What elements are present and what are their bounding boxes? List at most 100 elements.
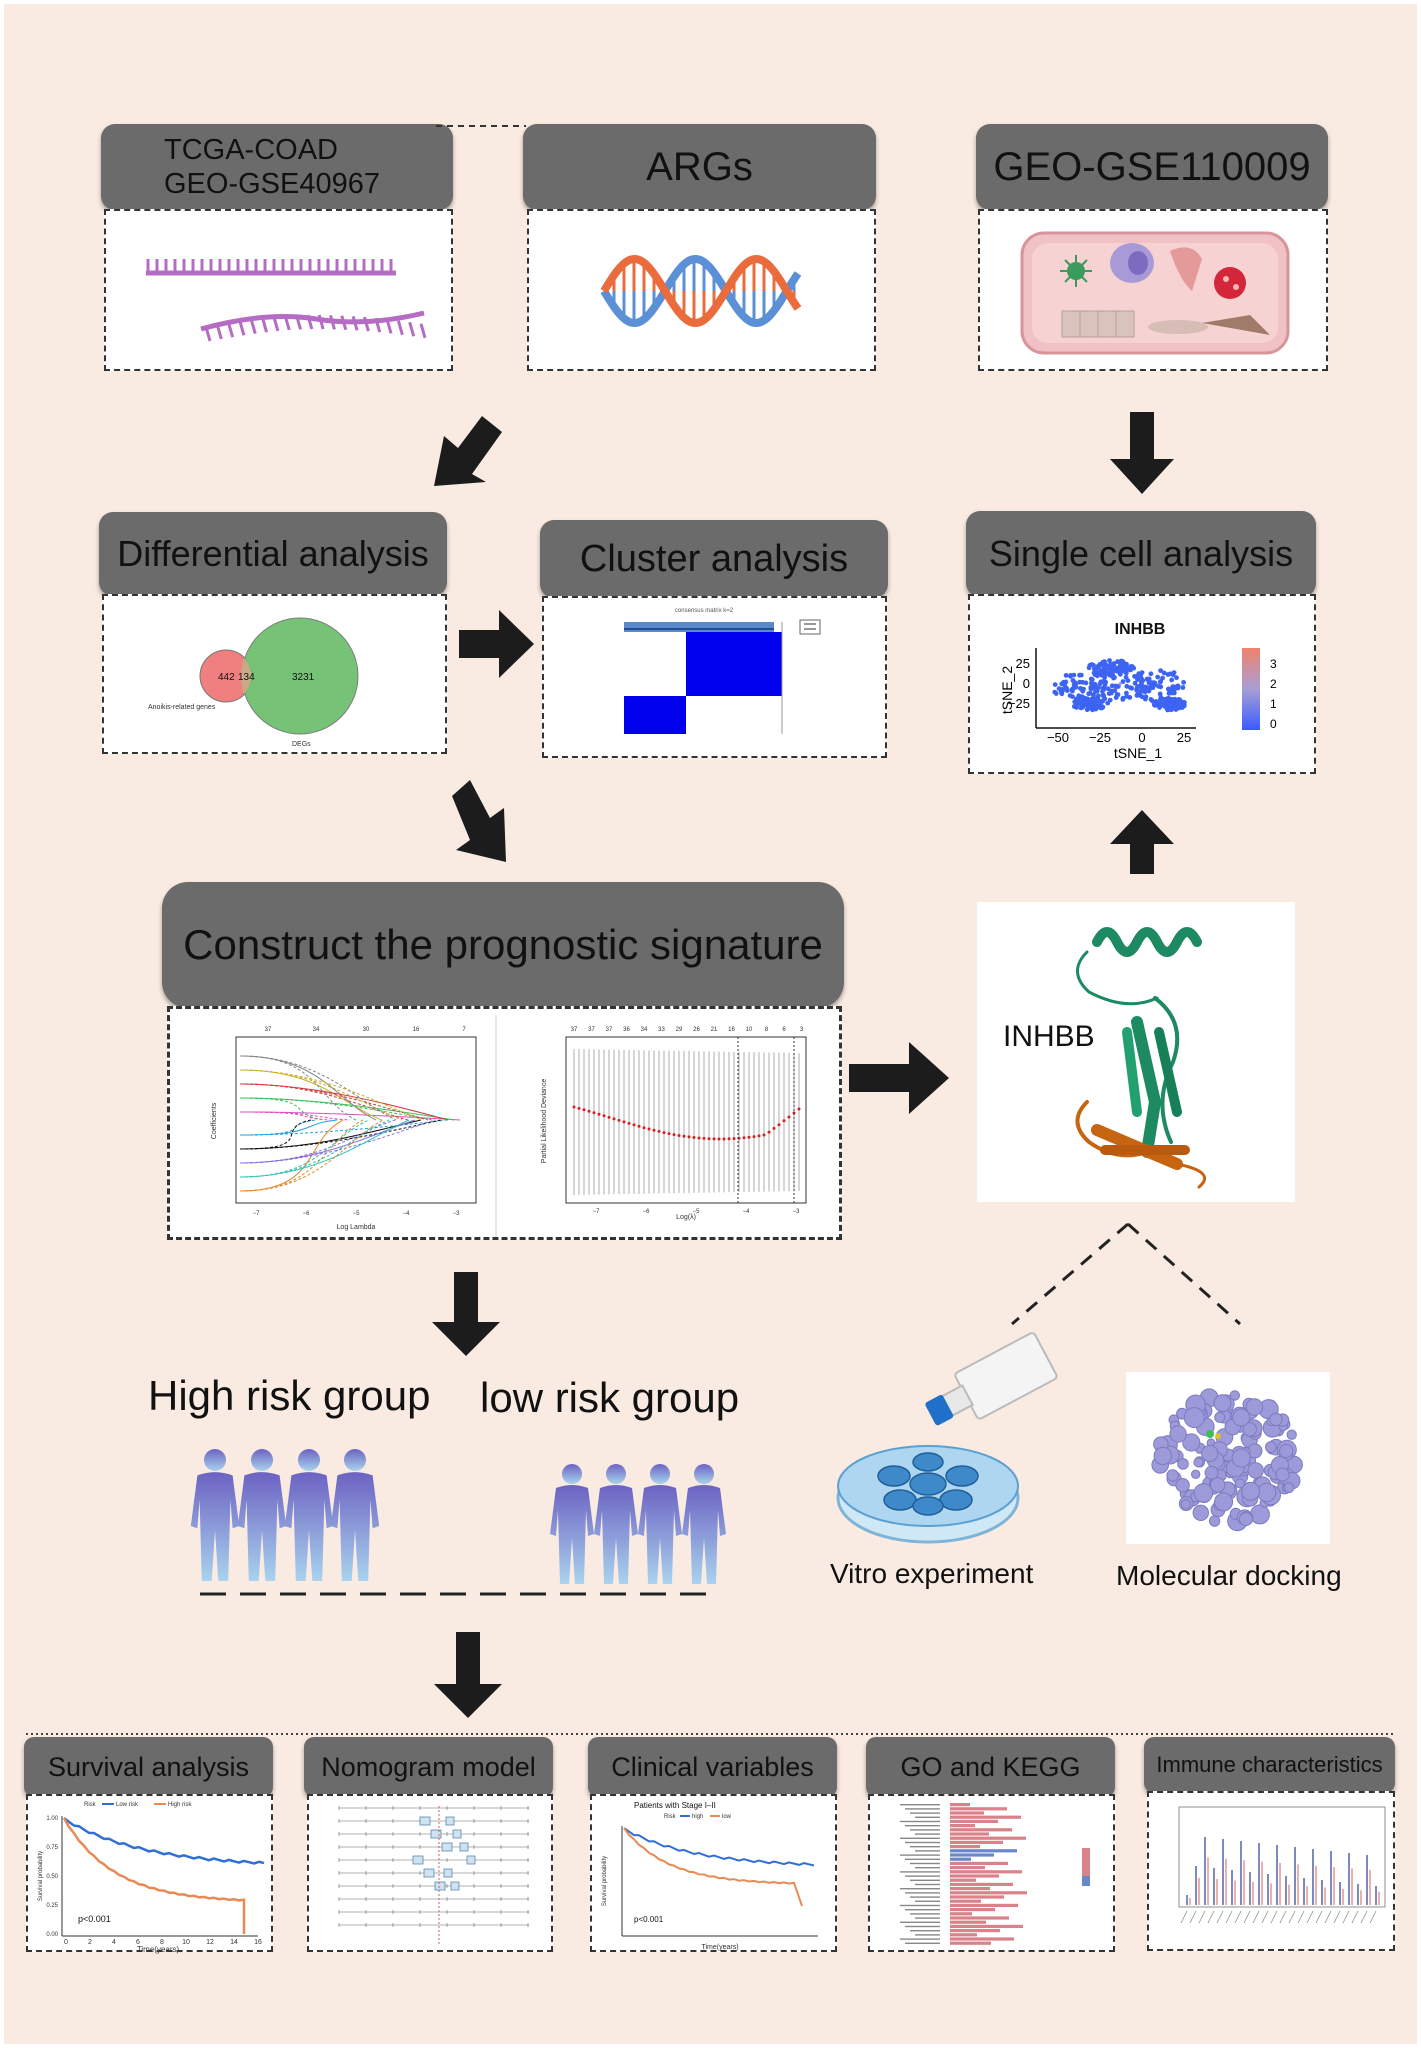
clinical-title: Patients with Stage I–II	[634, 1801, 716, 1810]
tsne-legend-3: 3	[1270, 657, 1277, 671]
clinical-label: Clinical variables	[611, 1751, 814, 1782]
geo-header: GEO-GSE110009	[976, 124, 1328, 210]
single-cell-label: Single cell analysis	[988, 533, 1294, 574]
cv-xtick: −4	[743, 1209, 751, 1215]
diagram-canvas: TCGA-COAD GEO-GSE40967 ARGs GEO-GSE11000…	[4, 4, 1417, 2044]
arrow-down-geo	[1110, 412, 1174, 494]
nomogram-panel	[307, 1794, 553, 1952]
protein-label: INHBB	[1003, 1020, 1095, 1053]
differential-header: Differential analysis	[99, 512, 447, 596]
clinical-xlabel: Time(years)	[701, 1944, 738, 1951]
cv-xtick: −6	[643, 1209, 651, 1215]
go-kegg-header: GO and KEGG	[866, 1737, 1115, 1797]
cv-top-label: 33	[658, 1027, 665, 1033]
person-icon	[638, 1464, 682, 1584]
cv-xtick: −7	[593, 1209, 601, 1215]
survival-xtick: 12	[206, 1939, 214, 1946]
survival-xtick: 10	[182, 1939, 190, 1946]
petri-dish-icon	[836, 1445, 1020, 1544]
survival-xtick: 8	[160, 1939, 164, 1946]
high-risk-label: High risk group	[148, 1372, 431, 1419]
lasso-xlabel: Log Lambda	[337, 1224, 376, 1231]
lasso-top-label: 7	[462, 1027, 466, 1033]
survival-xtick: 2	[88, 1939, 92, 1946]
tsne-plot: INHBB 25 0 −25 −50 −25 0 25 tSNE_1 tSNE_…	[999, 621, 1277, 761]
clinical-panel: Patients with Stage I–II Risk high low p…	[590, 1794, 837, 1952]
cluster-header: Cluster analysis	[540, 520, 888, 598]
nomogram-plot	[338, 1806, 529, 1946]
survival-ytick: 1.00	[46, 1816, 58, 1822]
differential-panel: 442 134 3231 Anoikis-related genes DEGs	[102, 594, 447, 754]
tsne-colorbar	[1242, 648, 1260, 730]
immune-label: Immune characteristics	[1156, 1752, 1383, 1777]
venn-diagram: 442 134 3231 Anoikis-related genes DEGs	[148, 617, 359, 748]
person-icon	[594, 1464, 638, 1584]
person-icon	[237, 1449, 287, 1581]
arrow-up-protein	[1110, 810, 1174, 874]
cv-top-label: 26	[693, 1027, 700, 1033]
tsne-title: INHBB	[1115, 621, 1166, 638]
lasso-top-label: 30	[363, 1027, 370, 1033]
survival-km-plot: Risk Low risk High risk 1.000.750.500.25…	[38, 1802, 265, 1954]
protein-panel: INHBB	[977, 902, 1295, 1202]
immune-panel	[1147, 1791, 1395, 1951]
tsne-ytick-0: 25	[1016, 656, 1030, 671]
cv-xlabel: Log(λ)	[676, 1214, 696, 1221]
survival-ytick: 0.00	[46, 1932, 58, 1938]
cv-top-label: 16	[728, 1027, 735, 1033]
tsne-legend-2: 2	[1270, 677, 1277, 691]
lasso-xtick: −4	[403, 1211, 411, 1217]
clinical-legend-title: Risk	[664, 1814, 677, 1820]
survival-xtick: 14	[230, 1939, 238, 1946]
lasso-xtick: −6	[303, 1211, 311, 1217]
single-cell-header: Single cell analysis	[966, 511, 1316, 597]
nomogram-header: Nomogram model	[304, 1737, 553, 1797]
cluster-title: consensus matrix k=2	[675, 608, 734, 614]
survival-ytick: 0.50	[46, 1874, 58, 1880]
tsne-xtick-3: 25	[1177, 730, 1191, 745]
vitro-label: Vitro experiment	[830, 1558, 1034, 1589]
cv-top-label: 3	[800, 1027, 804, 1033]
args-label: ARGs	[646, 144, 753, 189]
person-icon	[190, 1449, 240, 1581]
lasso-top-label: 37	[265, 1027, 272, 1033]
survival-xtick: 16	[254, 1939, 262, 1946]
cv-top-label: 37	[571, 1027, 578, 1033]
immune-violin-plot	[1178, 1806, 1386, 1924]
tsne-ytick-1: 0	[1023, 676, 1030, 691]
arrow-down-left-1	[434, 416, 502, 486]
clinical-legend-low: low	[722, 1814, 732, 1820]
clinical-km-plot: Patients with Stage I–II Risk high low p…	[602, 1801, 818, 1951]
venn-right-count: 3231	[292, 672, 315, 683]
lasso-top-label: 16	[413, 1027, 420, 1033]
cluster-label: Cluster analysis	[579, 537, 849, 580]
person-icon	[682, 1464, 726, 1584]
go-kegg-panel	[868, 1794, 1115, 1952]
cv-top-label: 34	[641, 1027, 648, 1033]
venn-overlap-count: 134	[238, 672, 255, 683]
cv-xtick: −3	[793, 1209, 801, 1215]
cv-top-label: 6	[782, 1027, 786, 1033]
cluster-panel: consensus matrix k=2	[542, 596, 887, 758]
arrow-right-diff	[459, 610, 534, 678]
tsne-ytick-2: −25	[1008, 696, 1030, 711]
immune-header: Immune characteristics	[1144, 1737, 1395, 1793]
tsne-xlabel: tSNE_1	[1114, 745, 1162, 761]
single-cell-panel: INHBB 25 0 −25 −50 −25 0 25 tSNE_1 tSNE_…	[968, 594, 1316, 774]
geo-label: GEO-GSE110009	[993, 144, 1311, 189]
flow-arrows	[432, 412, 1174, 1718]
cv-top-label: 37	[606, 1027, 613, 1033]
cv-top-label: 8	[765, 1027, 769, 1033]
clinical-header: Clinical variables	[588, 1737, 837, 1797]
go-kegg-barplot	[900, 1803, 1090, 1945]
geo-panel	[978, 209, 1328, 371]
tsne-xtick-1: −25	[1089, 730, 1111, 745]
clinical-legend-high: high	[692, 1814, 703, 1820]
tsne-legend-1: 1	[1270, 697, 1277, 711]
survival-legend-low: Low risk	[116, 1802, 139, 1808]
survival-ytick: 0.25	[46, 1903, 58, 1909]
protein-ribbon	[1075, 927, 1206, 1189]
tsne-ylabel: tSNE_2	[999, 666, 1015, 714]
experiment-illustrations	[836, 1332, 1330, 1544]
culture-flask-icon	[925, 1332, 1058, 1426]
